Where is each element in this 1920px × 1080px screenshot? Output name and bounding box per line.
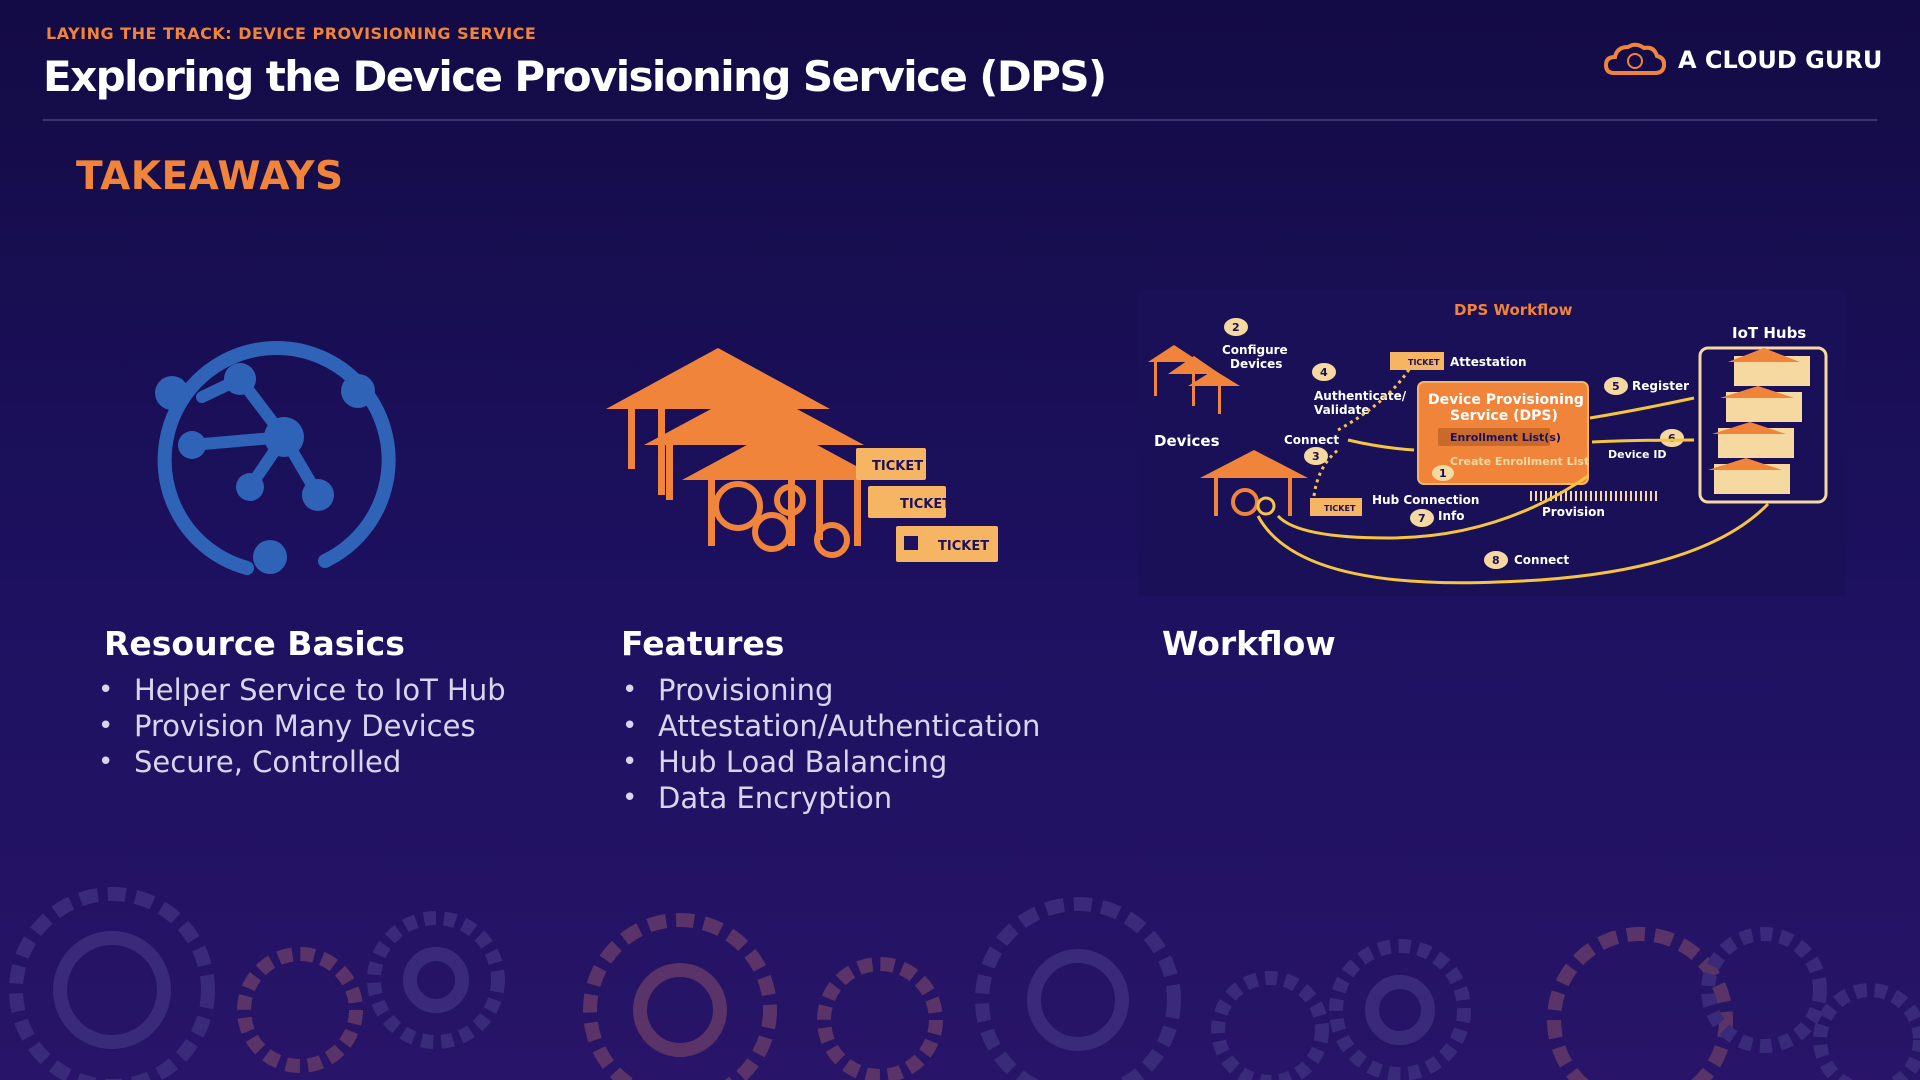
background-gear-icon xyxy=(403,947,469,1013)
workflow-title: Workflow xyxy=(1162,624,1336,663)
svg-text:5: 5 xyxy=(1612,380,1620,393)
background-gear-icon xyxy=(633,963,727,1057)
features-list: Provisioning Attestation/Authentication … xyxy=(622,672,1040,816)
step-3-badge: 3 xyxy=(1304,447,1328,465)
svg-text:6: 6 xyxy=(1668,432,1676,445)
step-5-label: Register xyxy=(1632,379,1689,393)
logo-text: A CLOUD GURU xyxy=(1678,46,1883,74)
background-gear-icon xyxy=(53,931,171,1049)
attestation-ticket: TICKET xyxy=(1390,352,1444,370)
iot-hubs-label: IoT Hubs xyxy=(1732,324,1806,342)
network-hub-icon xyxy=(155,341,396,575)
step-7-label: Info xyxy=(1438,509,1464,523)
background-gear-icon xyxy=(975,897,1181,1080)
list-item: Hub Load Balancing xyxy=(622,744,1040,780)
background-gear-icon xyxy=(1211,971,1329,1080)
svg-text:Service (DPS): Service (DPS) xyxy=(1450,408,1558,424)
step-8-badge: 8 xyxy=(1484,551,1508,569)
step-5-badge: 5 xyxy=(1604,377,1628,395)
background-gear-icon xyxy=(1365,975,1435,1045)
step-3-label: Connect xyxy=(1284,433,1339,447)
devices-station-icon xyxy=(1148,345,1240,414)
background-gear-icon xyxy=(1329,939,1471,1080)
svg-text:TICKET: TICKET xyxy=(1408,358,1440,367)
iot-hubs-box xyxy=(1698,346,1828,504)
ticket-label: TICKET xyxy=(938,539,989,554)
step-8-label: Connect xyxy=(1514,553,1569,567)
dps-service-box: Device Provisioning Service (DPS) Enroll… xyxy=(1417,381,1589,485)
device-station-icon xyxy=(1200,450,1308,516)
svg-text:Enrollment List(s): Enrollment List(s) xyxy=(1450,431,1561,444)
step-2-label: Configure xyxy=(1222,343,1288,357)
step-6-badge: 6 xyxy=(1660,429,1684,447)
resource-basics-title: Resource Basics xyxy=(104,624,405,663)
list-item: Data Encryption xyxy=(622,780,1040,816)
background-gear-icon xyxy=(1547,927,1733,1080)
step-4-label: Validate xyxy=(1314,403,1370,417)
background-gear-icon xyxy=(237,947,363,1073)
background-gear-icon xyxy=(583,913,777,1080)
svg-text:Device Provisioning: Device Provisioning xyxy=(1428,392,1584,408)
header-divider xyxy=(43,119,1877,121)
station-tickets-icon: TICKET TICKET TICKET xyxy=(606,348,998,562)
dps-workflow-diagram: DPS Workflow Devices 2 Configure Devices… xyxy=(1138,290,1846,596)
svg-text:TICKET: TICKET xyxy=(1324,504,1356,513)
background-gear-icon xyxy=(1813,983,1920,1080)
workflow-title: DPS Workflow xyxy=(1454,301,1573,319)
step-6-label: Device ID xyxy=(1608,448,1667,461)
section-heading: TAKEAWAYS xyxy=(76,154,344,199)
step-2-badge: 2 xyxy=(1224,318,1248,336)
step-7-badge: 7 xyxy=(1410,509,1434,527)
workflow-diagram-canvas: DPS Workflow Devices 2 Configure Devices… xyxy=(1148,301,1828,585)
step-4-badge: 4 xyxy=(1312,363,1336,381)
step-2-label: Devices xyxy=(1230,357,1282,371)
station-tickets-illustration: TICKET TICKET TICKET xyxy=(606,340,1006,572)
background-gear-icon xyxy=(9,887,215,1080)
devices-label: Devices xyxy=(1154,432,1220,450)
network-hub-illustration xyxy=(140,325,400,585)
step-4-label: Authenticate/ xyxy=(1314,389,1407,403)
background-gears xyxy=(9,887,1920,1080)
provision-label: Provision xyxy=(1542,505,1605,519)
svg-text:2: 2 xyxy=(1232,321,1240,334)
list-item: Provisioning xyxy=(622,672,1040,708)
svg-text:3: 3 xyxy=(1312,450,1320,463)
eyebrow-label: LAYING THE TRACK: DEVICE PROVISIONING SE… xyxy=(46,24,537,43)
step-7-label: Hub Connection xyxy=(1372,493,1479,507)
features-title: Features xyxy=(621,624,785,663)
list-item: Secure, Controlled xyxy=(98,744,506,780)
ticket-label: TICKET xyxy=(900,497,951,512)
cloud-logo-icon xyxy=(1604,42,1666,75)
hub-info-ticket: TICKET xyxy=(1310,498,1362,516)
workflow-arrows xyxy=(1256,367,1770,585)
background-gear-icon xyxy=(1701,927,1827,1053)
list-item: Provision Many Devices xyxy=(98,708,506,744)
background-gear-icon xyxy=(1027,949,1129,1051)
svg-text:1: 1 xyxy=(1439,467,1447,480)
svg-text:8: 8 xyxy=(1492,554,1500,567)
background-gear-icon xyxy=(817,957,943,1080)
page-title: Exploring the Device Provisioning Servic… xyxy=(43,52,1107,101)
resource-basics-list: Helper Service to IoT Hub Provision Many… xyxy=(98,672,506,780)
ticket-label: TICKET xyxy=(872,459,923,474)
attestation-label: Attestation xyxy=(1450,355,1527,369)
brand-logo[interactable]: A CLOUD GURU xyxy=(1604,36,1894,84)
svg-text:Create Enrollment List: Create Enrollment List xyxy=(1450,455,1589,468)
svg-text:7: 7 xyxy=(1418,512,1426,525)
list-item: Helper Service to IoT Hub xyxy=(98,672,506,708)
background-gear-icon xyxy=(367,911,505,1049)
svg-text:4: 4 xyxy=(1320,366,1328,379)
list-item: Attestation/Authentication xyxy=(622,708,1040,744)
